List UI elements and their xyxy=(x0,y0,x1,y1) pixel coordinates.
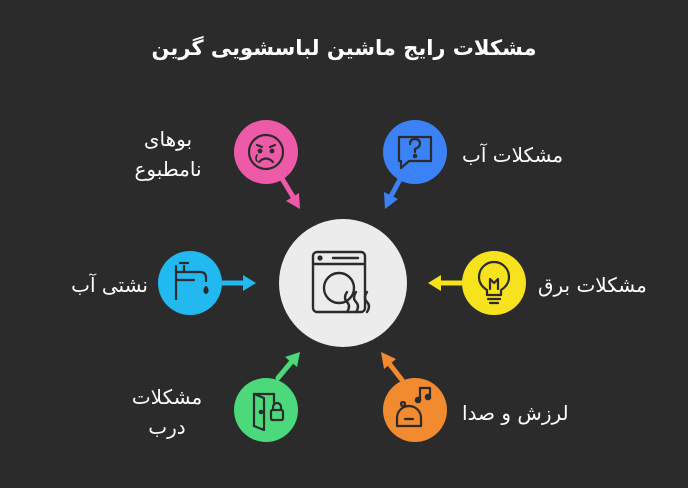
label-noise: لرزش و صدا xyxy=(462,401,569,425)
noise-circle xyxy=(383,378,447,442)
diagram-title: مشکلات رایج ماشین لباسشویی گرین xyxy=(151,36,537,60)
arrow-noise xyxy=(381,352,405,383)
speaker-music-icon xyxy=(395,386,432,428)
faucet-icon xyxy=(174,261,209,301)
leak-circle xyxy=(158,251,222,315)
arrow-leak xyxy=(217,275,256,291)
locked-door-icon xyxy=(252,392,285,432)
label-odor: بوهای نامطبوع xyxy=(134,127,202,181)
arrow-door xyxy=(275,352,300,381)
arrow-electric xyxy=(428,275,465,291)
label-leak: نشتی آب xyxy=(71,273,148,297)
light-bulb-icon xyxy=(477,260,511,305)
washing-machine-icon xyxy=(311,250,371,314)
odor-circle xyxy=(234,120,298,184)
question-bubble-icon xyxy=(397,135,433,170)
label-door: مشکلات درب xyxy=(131,385,203,439)
center-circle xyxy=(279,219,407,347)
sad-face-icon xyxy=(247,133,285,171)
label-electric: مشکلات برق xyxy=(538,273,647,297)
label-water: مشکلات آب xyxy=(462,143,564,167)
door-circle xyxy=(234,378,298,442)
